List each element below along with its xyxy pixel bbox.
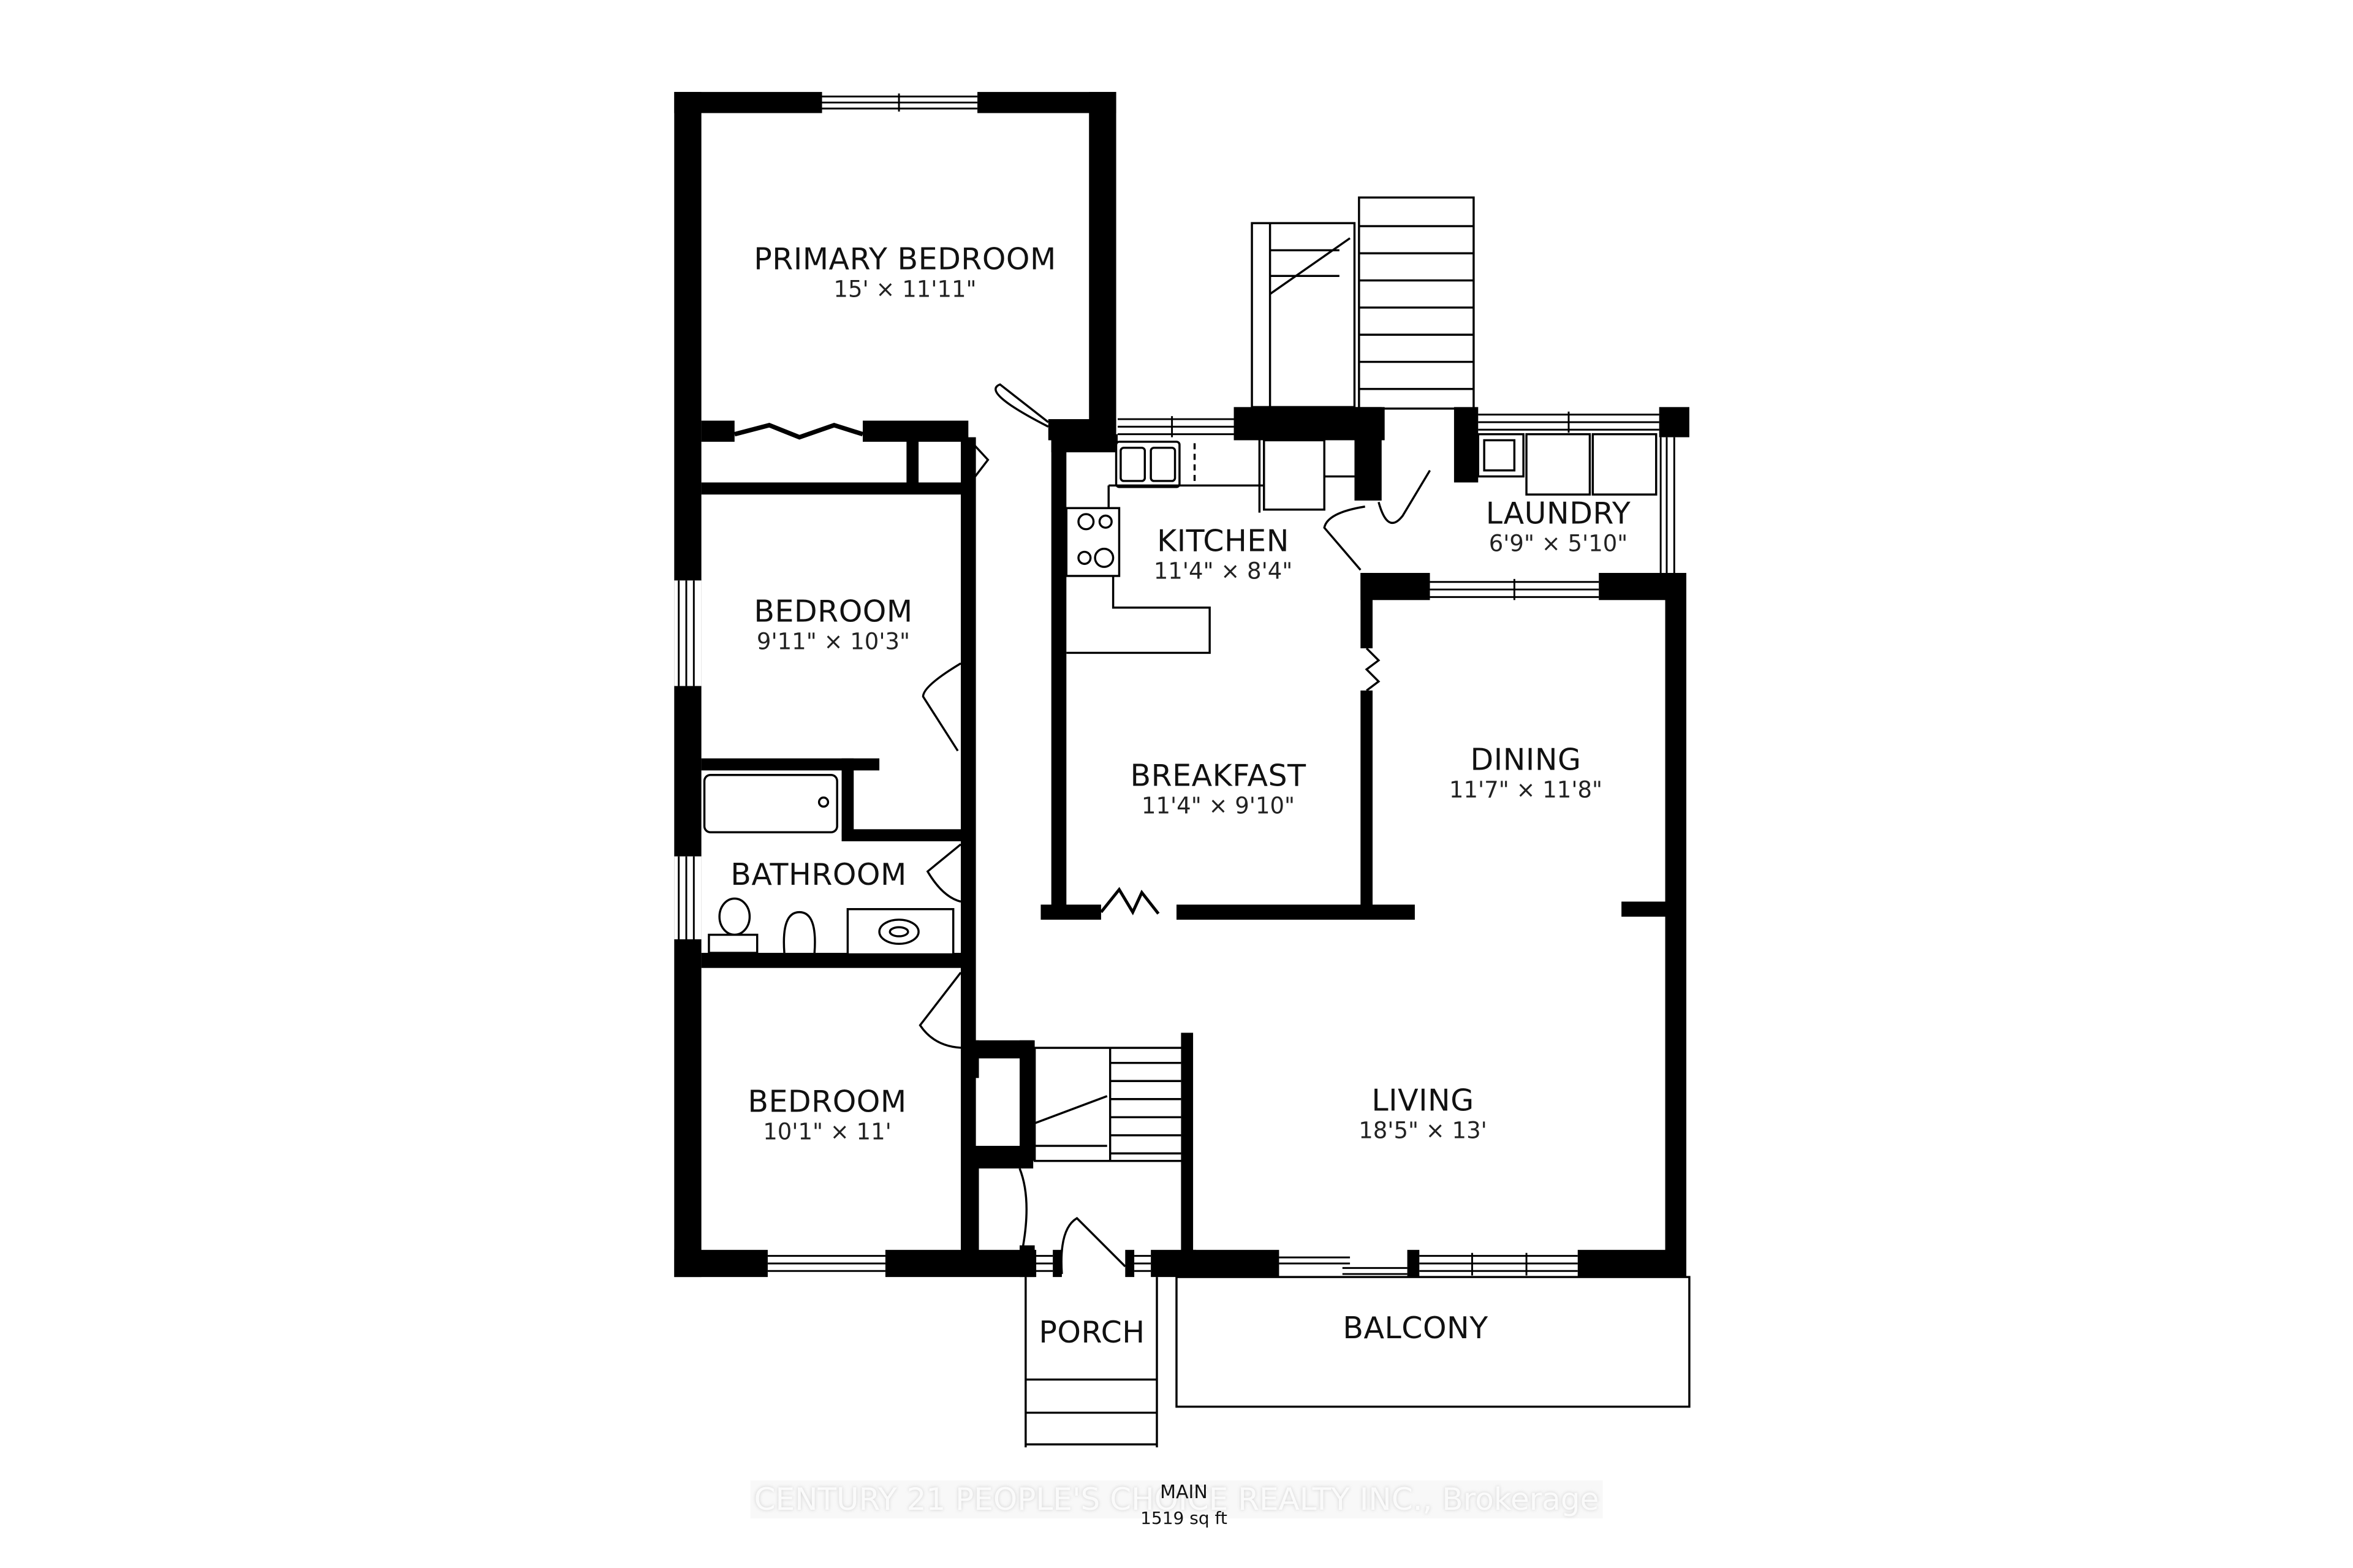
bathtub: [703, 774, 838, 833]
room-label-laundry: LAUNDRY 6'9" × 5'10": [1485, 496, 1631, 558]
room-label-dining: DINING 11'7" × 11'8": [1449, 743, 1602, 804]
room-name: LIVING: [1371, 1083, 1474, 1118]
room-dimensions: 11'4" × 9'10": [1141, 792, 1295, 819]
brokerage-watermark: CENTURY 21 PEOPLE'S CHOICE REALTY INC., …: [750, 1480, 1603, 1518]
room-label-primary-bedroom: PRIMARY BEDROOM 15' × 11'11": [754, 241, 1056, 303]
exterior-stairs: [1251, 196, 1475, 410]
room-name: BEDROOM: [754, 594, 913, 629]
laundry-door: [1377, 469, 1431, 524]
room-label-bedroom-3: BEDROOM 10'1" × 11': [748, 1085, 906, 1146]
toilet: [718, 897, 751, 936]
closet-bifold-door: [733, 422, 864, 440]
sink: [878, 918, 920, 945]
bedroom3-door: [919, 972, 966, 1049]
level-area: 1519 sq ft: [1140, 1508, 1227, 1528]
bedroom3-window: [767, 1255, 885, 1272]
room-label-bathroom: BATHROOM: [730, 857, 907, 892]
kitchen-door: [1323, 506, 1365, 571]
toilet-2: [782, 911, 816, 953]
laundry-window: [1478, 411, 1675, 574]
front-door: [1060, 1216, 1126, 1274]
room-dimensions: 15' × 11'11": [833, 276, 977, 303]
room-name: LAUNDRY: [1485, 496, 1631, 531]
interior-stairs: [1033, 1032, 1194, 1278]
dining-window: [1430, 578, 1599, 600]
room-name: BREAKFAST: [1130, 758, 1306, 793]
breakfast-bifold-door: [1100, 887, 1160, 915]
room-label-bedroom-2: BEDROOM 9'11" × 10'3": [754, 594, 913, 656]
room-dimensions: 11'4" × 8'4": [1153, 558, 1293, 585]
plan-footer: MAIN 1519 sq ft: [1140, 1482, 1227, 1528]
living-sliding-door: [1279, 1252, 1578, 1276]
primary-bedroom-window: [822, 93, 978, 112]
dryer: [1591, 433, 1658, 496]
room-name: KITCHEN: [1157, 523, 1289, 559]
room-name: BALCONY: [1343, 1310, 1488, 1346]
room-name: PORCH: [1039, 1314, 1145, 1350]
dining-bifold-door: [1365, 647, 1381, 692]
hall-door: [995, 383, 1049, 428]
room-dimensions: 18'5" × 13': [1358, 1117, 1487, 1144]
room-dimensions: 6'9" × 5'10": [1488, 530, 1628, 557]
closet-door: [969, 439, 990, 480]
room-label-kitchen: KITCHEN 11'4" × 8'4": [1153, 523, 1293, 585]
room-dimensions: 11'7" × 11'8": [1449, 776, 1603, 803]
room-label-porch: PORCH: [1039, 1314, 1145, 1350]
kitchen-window: [1118, 416, 1234, 437]
room-name: BEDROOM: [748, 1084, 907, 1119]
refrigerator: [1263, 439, 1325, 511]
room-name: PRIMARY BEDROOM: [754, 241, 1056, 277]
room-dimensions: 10'1" × 11': [763, 1118, 892, 1145]
porch-outline: [1025, 1277, 1158, 1448]
room-name: DINING: [1470, 742, 1582, 778]
level-name: MAIN: [1160, 1482, 1208, 1503]
kitchen-sink: [1115, 441, 1181, 488]
room-name: BATHROOM: [730, 857, 907, 892]
room-label-breakfast: BREAKFAST 11'4" × 9'10": [1130, 759, 1306, 820]
closet-door-2: [1018, 1168, 1028, 1249]
bedroom2-door: [922, 662, 961, 752]
vanity: [846, 908, 955, 956]
bathroom-door: [926, 843, 962, 903]
washer: [1525, 433, 1591, 496]
balcony-outline: [1175, 1276, 1691, 1408]
room-label-living: LIVING 18'5" × 13': [1358, 1083, 1487, 1145]
kitchen-peninsula: [1066, 575, 1211, 654]
room-label-balcony: BALCONY: [1343, 1311, 1488, 1346]
room-dimensions: 9'11" × 10'3": [756, 628, 911, 655]
